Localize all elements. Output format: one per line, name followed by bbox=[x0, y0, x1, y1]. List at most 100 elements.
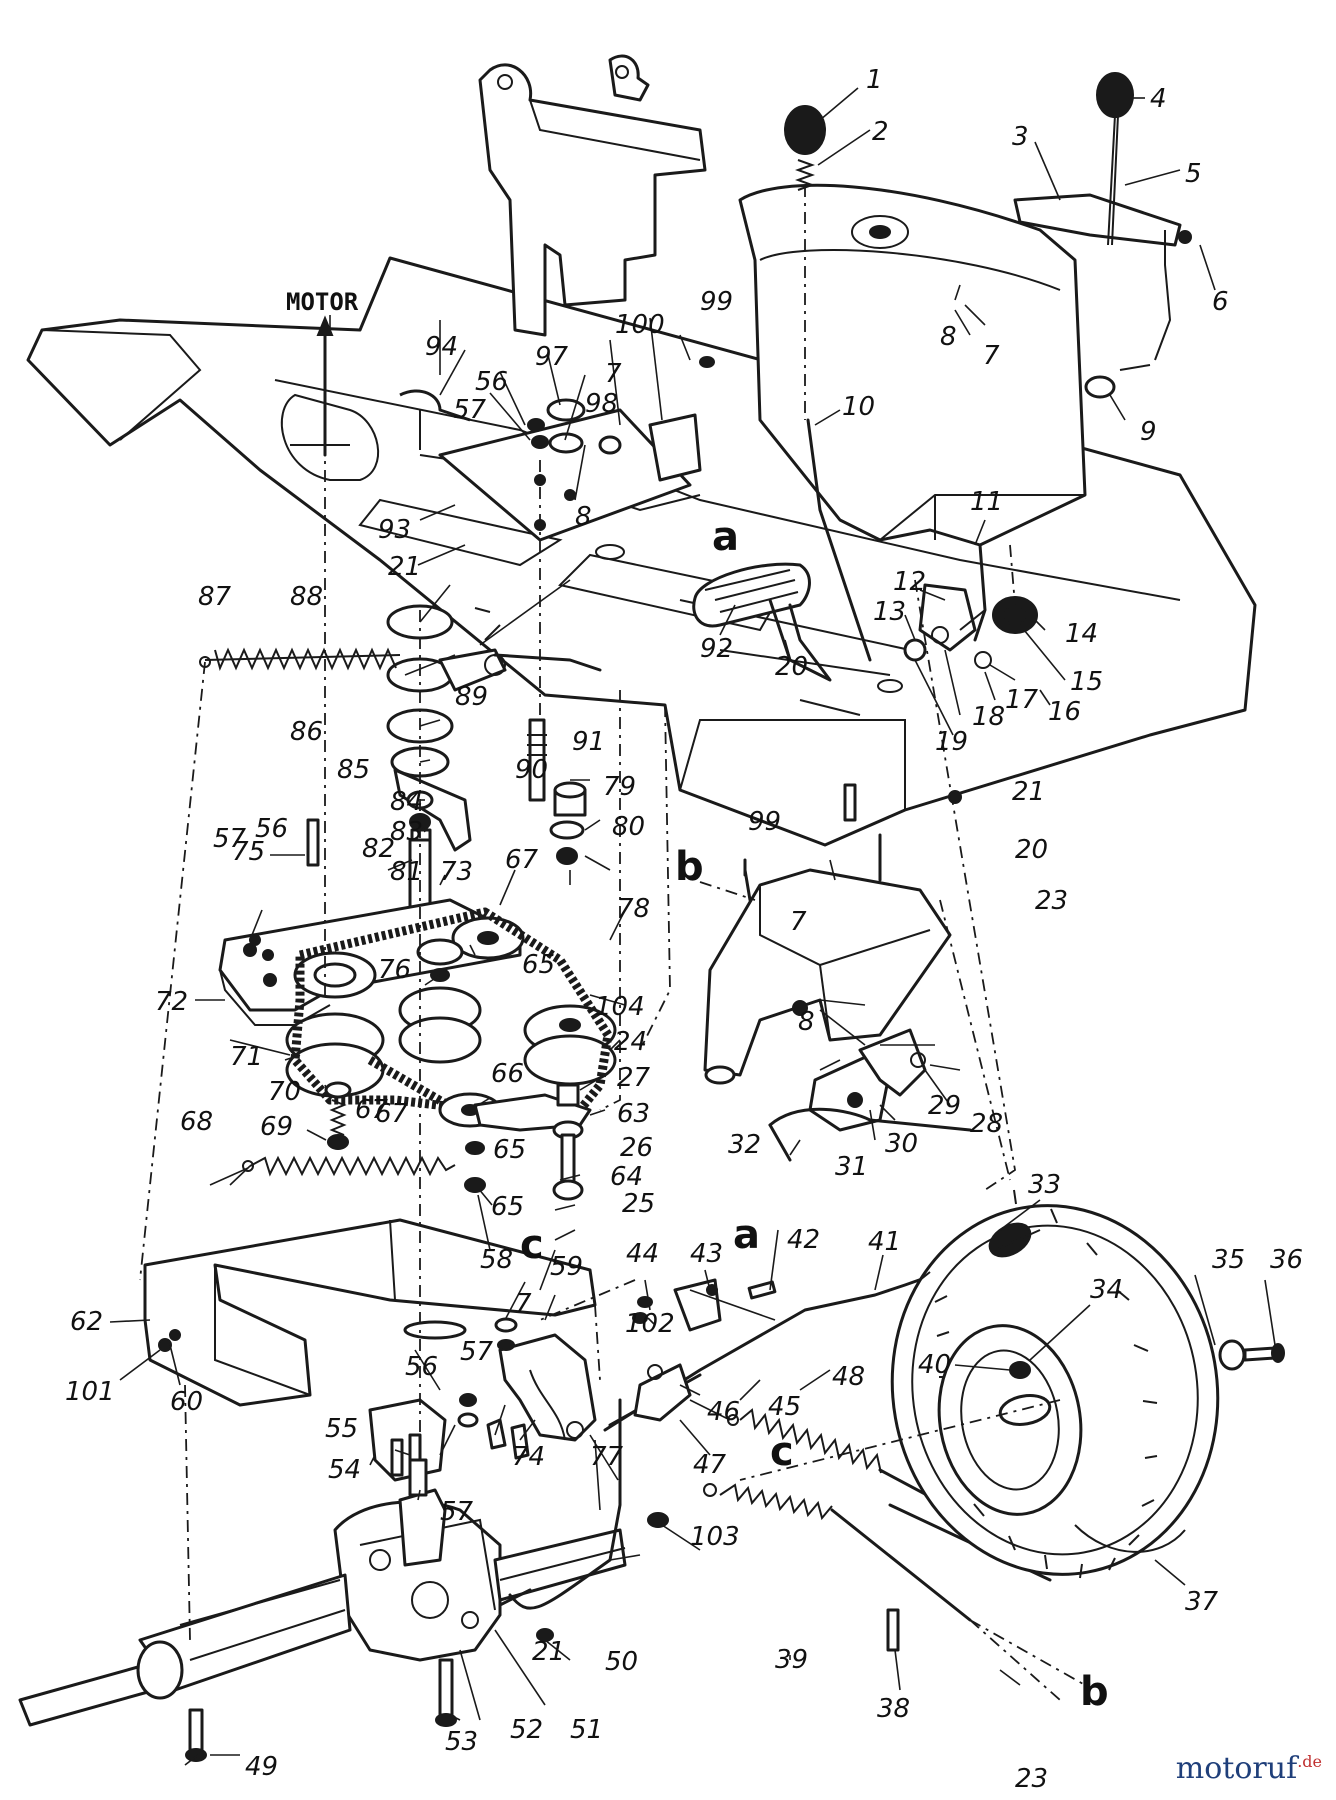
label-55: 55 bbox=[325, 1414, 358, 1444]
label-90: 90 bbox=[515, 755, 548, 785]
label-79: 79 bbox=[603, 772, 636, 802]
motor-direction-arrow: MOTOR bbox=[286, 288, 359, 457]
label-57a: 57 bbox=[213, 824, 247, 854]
label-83: 83 bbox=[390, 817, 423, 847]
label-5: 5 bbox=[1185, 159, 1202, 189]
leader-lines bbox=[109, 87, 1276, 1766]
axle-bolts bbox=[185, 1512, 669, 1762]
label-76: 76 bbox=[378, 955, 411, 985]
chassis-frame bbox=[26, 256, 1257, 847]
seat-bracket bbox=[478, 54, 707, 337]
label-72: 72 bbox=[155, 987, 188, 1017]
label-13: 13 bbox=[873, 597, 906, 627]
label-10: 10 bbox=[842, 392, 875, 422]
ref-a-lower: a bbox=[733, 1212, 760, 1258]
label-78: 78 bbox=[617, 894, 650, 924]
label-34: 34 bbox=[1090, 1275, 1123, 1305]
label-68: 68 bbox=[180, 1107, 213, 1137]
label-70: 70 bbox=[268, 1077, 301, 1107]
label-94: 94 bbox=[425, 332, 458, 362]
label-7b: 7 bbox=[605, 359, 622, 389]
height-lever-assembly bbox=[1013, 72, 1192, 399]
label-53: 53 bbox=[445, 1727, 478, 1757]
label-60: 60 bbox=[170, 1387, 203, 1417]
throttle-knob bbox=[784, 105, 826, 191]
label-12: 12 bbox=[893, 567, 926, 597]
label-66: 66 bbox=[491, 1059, 524, 1089]
brake-pedal bbox=[692, 562, 832, 682]
pivot-pin bbox=[527, 718, 547, 802]
label-36: 36 bbox=[1270, 1245, 1303, 1275]
label-49: 49 bbox=[245, 1752, 278, 1782]
label-64: 64 bbox=[610, 1162, 643, 1192]
label-32: 32 bbox=[728, 1130, 761, 1160]
label-35: 35 bbox=[1212, 1245, 1245, 1275]
label-73: 73 bbox=[440, 857, 473, 887]
label-44: 44 bbox=[626, 1239, 659, 1269]
label-28: 28 bbox=[970, 1109, 1003, 1139]
ref-a-upper: a bbox=[712, 514, 739, 560]
mounting-plate bbox=[399, 356, 715, 542]
label-85: 85 bbox=[337, 755, 370, 785]
label-58: 58 bbox=[480, 1245, 513, 1275]
label-84: 84 bbox=[390, 787, 423, 817]
label-54: 54 bbox=[328, 1455, 361, 1485]
label-59: 59 bbox=[550, 1252, 583, 1282]
label-18: 18 bbox=[972, 702, 1005, 732]
ref-c-lower: c bbox=[770, 1429, 794, 1475]
label-17: 17 bbox=[1005, 685, 1039, 715]
label-38: 38 bbox=[877, 1694, 910, 1724]
label-91: 91 bbox=[572, 727, 605, 757]
label-87: 87 bbox=[198, 582, 232, 612]
label-7d: 7 bbox=[515, 1289, 532, 1319]
tension-spring-lower bbox=[242, 1155, 456, 1177]
label-65b: 65 bbox=[493, 1135, 526, 1165]
label-25: 25 bbox=[622, 1189, 655, 1219]
rear-wheel bbox=[890, 1189, 1285, 1579]
label-67b: 67 bbox=[375, 1099, 409, 1129]
label-75: 75 bbox=[232, 837, 265, 867]
label-43: 43 bbox=[690, 1239, 723, 1269]
label-26: 26 bbox=[620, 1133, 653, 1163]
label-8c: 8 bbox=[798, 1007, 815, 1037]
label-77: 77 bbox=[590, 1442, 624, 1472]
label-51: 51 bbox=[570, 1715, 603, 1745]
label-42: 42 bbox=[787, 1225, 820, 1255]
label-23b: 23 bbox=[1015, 1764, 1048, 1794]
shift-bracket bbox=[494, 1317, 597, 1442]
brake-linkage bbox=[903, 583, 1038, 669]
label-82: 82 bbox=[362, 834, 395, 864]
label-40: 40 bbox=[918, 1350, 951, 1380]
motor-label: MOTOR bbox=[286, 288, 359, 316]
watermark: motoruf.de bbox=[1176, 1751, 1322, 1786]
label-24: 24 bbox=[614, 1027, 647, 1057]
label-47: 47 bbox=[693, 1450, 727, 1480]
label-97: 97 bbox=[535, 342, 569, 372]
drive-bolt bbox=[324, 1081, 352, 1150]
part-labels: 1 2 3 4 5 6 7 7 7 7 8 8 8 9 10 11 12 13 … bbox=[65, 65, 1303, 1794]
label-31: 31 bbox=[835, 1152, 868, 1182]
label-39: 39 bbox=[775, 1645, 808, 1675]
label-41: 41 bbox=[868, 1227, 901, 1257]
label-92: 92 bbox=[700, 634, 733, 664]
label-21c: 21 bbox=[532, 1637, 565, 1667]
label-14: 14 bbox=[1065, 619, 1098, 649]
label-4: 4 bbox=[1150, 84, 1167, 114]
label-80: 80 bbox=[612, 812, 645, 842]
label-63: 63 bbox=[617, 1099, 650, 1129]
fender-housing bbox=[738, 183, 1087, 547]
label-81: 81 bbox=[390, 857, 423, 887]
label-65c: 65 bbox=[491, 1192, 524, 1222]
label-21b: 21 bbox=[1012, 777, 1045, 807]
label-37: 37 bbox=[1185, 1587, 1219, 1617]
label-9: 9 bbox=[1140, 417, 1157, 447]
label-103: 103 bbox=[690, 1522, 740, 1552]
label-98: 98 bbox=[585, 389, 618, 419]
label-21a: 21 bbox=[388, 552, 421, 582]
label-15: 15 bbox=[1070, 667, 1103, 697]
label-2: 2 bbox=[872, 117, 889, 147]
label-74: 74 bbox=[512, 1442, 545, 1472]
label-52: 52 bbox=[510, 1715, 543, 1745]
label-19: 19 bbox=[935, 727, 968, 757]
